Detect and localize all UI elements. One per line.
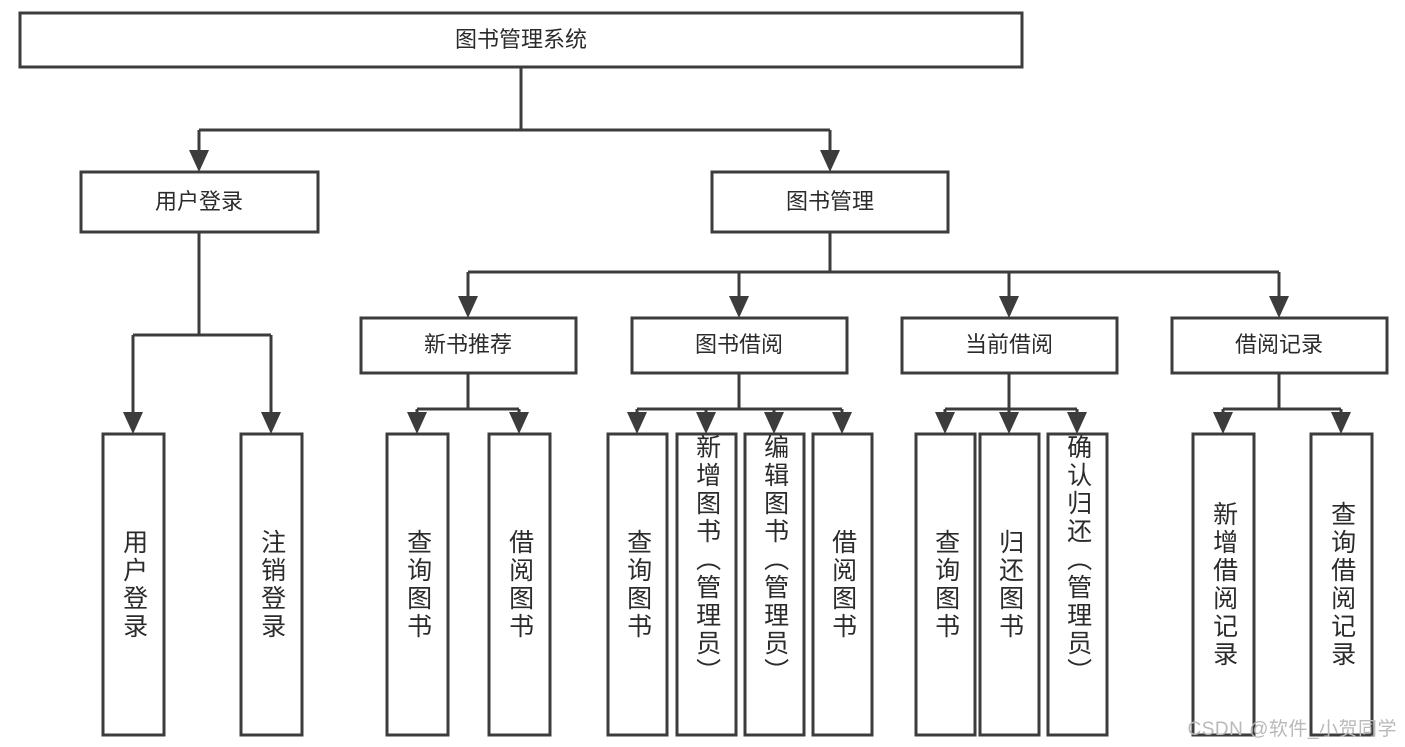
arrowhead-leaf-book-borrow-2 xyxy=(764,412,784,434)
leaf-box-book-borrow-2[interactable] xyxy=(743,432,806,737)
arrowhead-leaf-book-borrow-3 xyxy=(832,412,852,434)
node-root-box xyxy=(18,11,1024,69)
arrowhead-user-login xyxy=(189,150,209,172)
arrowhead-leaf-new-book-1 xyxy=(509,412,529,434)
node-new-book-recommend-label: 新书推荐 xyxy=(424,332,512,357)
node-current-borrow[interactable]: 当前借阅 xyxy=(900,316,1119,375)
leaf-box-book-borrow-0[interactable] xyxy=(606,432,669,737)
node-current-borrow-label: 当前借阅 xyxy=(965,332,1053,357)
arrowhead-leaf-borrow-record-1 xyxy=(1331,412,1351,434)
node-book-borrow-box xyxy=(630,316,849,375)
leaf-box-current-borrow-2[interactable] xyxy=(1046,432,1109,737)
node-user-login[interactable]: 用户登录 xyxy=(79,170,320,234)
leaf-box-borrow-record-1[interactable] xyxy=(1309,432,1374,737)
node-user-login-label: 用户登录 xyxy=(155,189,243,214)
leaf-box-book-borrow-3[interactable] xyxy=(811,432,874,737)
node-user-login-box xyxy=(79,170,320,234)
arrowhead-leaf-user-login-1 xyxy=(261,412,281,434)
node-book-management-box xyxy=(710,170,950,234)
leaf-box-new-book-1[interactable] xyxy=(487,432,552,737)
arrowhead-new-book-recommend xyxy=(458,296,478,318)
leaf-box-current-borrow-1[interactable] xyxy=(978,432,1041,737)
leaf-box-user-login-1[interactable] xyxy=(239,432,304,737)
node-book-management[interactable]: 图书管理 xyxy=(710,170,950,234)
node-book-borrow[interactable]: 图书借阅 xyxy=(630,316,849,375)
arrowhead-current-borrow xyxy=(999,296,1019,318)
arrowhead-leaf-book-borrow-0 xyxy=(627,412,647,434)
connector-layer xyxy=(123,67,1351,434)
arrowhead-borrow-record xyxy=(1269,296,1289,318)
arrowhead-book-borrow xyxy=(729,296,749,318)
node-book-borrow-label: 图书借阅 xyxy=(695,332,783,357)
leaf-box-borrow-record-0[interactable] xyxy=(1191,432,1256,737)
node-borrow-record-box xyxy=(1170,316,1389,375)
node-borrow-record-label: 借阅记录 xyxy=(1235,332,1323,357)
node-new-book-recommend[interactable]: 新书推荐 xyxy=(359,316,578,375)
node-current-borrow-box xyxy=(900,316,1119,375)
arrowhead-leaf-book-borrow-1 xyxy=(696,412,716,434)
csdn-watermark: CSDN @软件_小贺同学 xyxy=(1187,719,1397,740)
node-borrow-record[interactable]: 借阅记录 xyxy=(1170,316,1389,375)
node-root-label: 图书管理系统 xyxy=(455,27,587,52)
node-book-management-label: 图书管理 xyxy=(786,189,874,214)
node-root-system[interactable]: 图书管理系统 xyxy=(18,11,1024,69)
arrowhead-leaf-current-borrow-0 xyxy=(935,412,955,434)
leaf-box-book-borrow-1[interactable] xyxy=(675,432,738,737)
node-new-book-recommend-box xyxy=(359,316,578,375)
arrowhead-book-mgmt xyxy=(820,150,840,172)
arrowhead-leaf-current-borrow-2 xyxy=(1067,412,1087,434)
leaf-box-new-book-0[interactable] xyxy=(385,432,450,737)
arrowhead-leaf-current-borrow-1 xyxy=(999,412,1019,434)
arrowhead-leaf-borrow-record-0 xyxy=(1213,412,1233,434)
arrowhead-leaf-user-login-0 xyxy=(123,412,143,434)
arrowhead-leaf-new-book-0 xyxy=(407,412,427,434)
leaf-box-current-borrow-0[interactable] xyxy=(914,432,977,737)
leaf-box-user-login-0[interactable] xyxy=(101,432,166,737)
